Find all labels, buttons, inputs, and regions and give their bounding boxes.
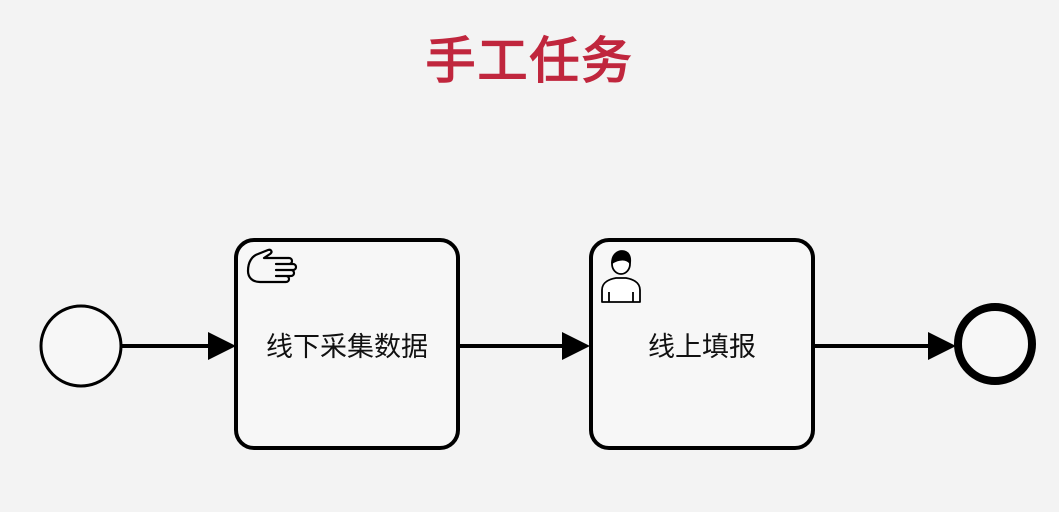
manual-task[interactable]: 线下采集数据 [234,238,460,450]
page-title: 手工任务 [425,32,634,90]
sequence-flow-user-to-end[interactable] [814,332,956,360]
user-task-label: 线上填报 [648,332,756,363]
end-event[interactable] [954,303,1036,385]
manual-task-label: 线下采集数据 [266,332,428,363]
start-event[interactable] [39,304,123,388]
user-icon [601,250,641,303]
sequence-flow-manual-to-user[interactable] [459,332,590,360]
sequence-flow-start-to-manual[interactable] [121,332,236,360]
hand-icon [246,248,298,284]
user-task[interactable]: 线上填报 [589,238,815,450]
